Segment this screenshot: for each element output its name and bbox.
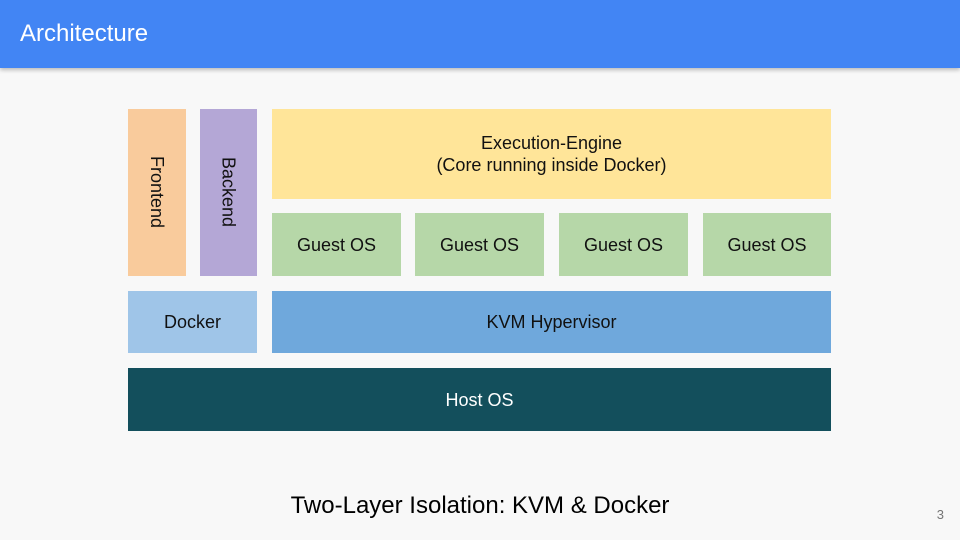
page-number: 3	[936, 507, 944, 522]
guest-os-label: Guest OS	[296, 234, 377, 255]
backend-label: Backend	[218, 157, 239, 228]
slide-header: Architecture	[0, 0, 960, 68]
execution-engine-block: Execution-Engine (Core running inside Do…	[272, 109, 831, 199]
guest-os-block: Guest OS	[559, 213, 688, 276]
guest-os-label: Guest OS	[727, 234, 807, 255]
docker-block: Docker	[128, 291, 257, 353]
slide-title: Architecture	[20, 20, 149, 47]
guest-os-block: Guest OS	[272, 213, 401, 276]
kvm-hypervisor-label: KVM Hypervisor	[486, 312, 617, 332]
execution-engine-subtitle: (Core running inside Docker)	[436, 155, 667, 175]
guest-os-label: Guest OS	[583, 234, 664, 255]
execution-engine-title: Execution-Engine	[480, 133, 623, 153]
guest-os-block: Guest OS	[703, 213, 831, 276]
frontend-label: Frontend	[147, 156, 167, 229]
backend-block: Backend	[200, 109, 257, 276]
docker-label: Docker	[163, 312, 221, 332]
kvm-hypervisor-block: KVM Hypervisor	[272, 291, 831, 353]
frontend-block: Frontend	[128, 109, 186, 276]
host-os-block: Host OS	[128, 368, 831, 431]
host-os-label: Host OS	[445, 389, 514, 410]
guest-os-label: Guest OS	[439, 234, 520, 255]
guest-os-block: Guest OS	[415, 213, 544, 276]
slide-caption: Two-Layer Isolation: KVM & Docker	[290, 492, 670, 519]
